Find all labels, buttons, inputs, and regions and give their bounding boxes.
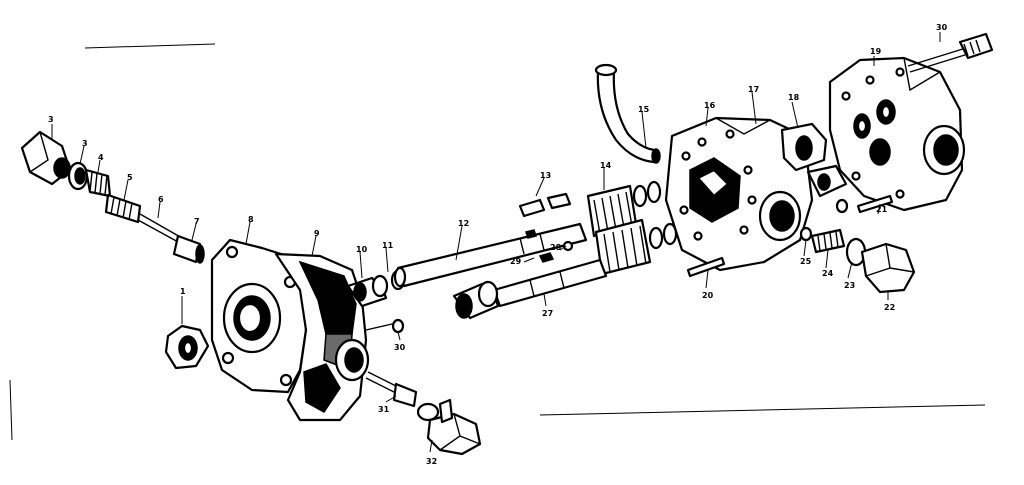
callout-13: 13 — [540, 171, 551, 180]
part-12-drive-shaft — [393, 222, 588, 288]
callout-22: 22 — [884, 303, 895, 312]
leader-lines — [51, 32, 941, 453]
part-17-main-body — [664, 116, 814, 272]
part-1-nut — [164, 324, 210, 370]
callout-20: 20 — [702, 291, 714, 300]
callout-5: 5 — [127, 173, 133, 182]
callout-32: 32 — [426, 457, 437, 466]
gear-washers — [632, 180, 678, 250]
callout-30: 30 — [394, 343, 406, 352]
callout-17: 17 — [748, 85, 759, 94]
callout-21: 21 — [876, 205, 888, 214]
part-18-valve-gear — [780, 122, 848, 198]
part-27-bearing — [452, 280, 500, 320]
scan-line-top — [84, 43, 216, 49]
callout-19: 19 — [870, 47, 882, 56]
callout-30-bolt: 30 — [936, 23, 948, 32]
callout-27: 27 — [542, 309, 553, 318]
part-6-valve-rod — [137, 213, 205, 264]
scan-line-bottom — [539, 404, 986, 416]
part-24-relief-spring — [810, 228, 846, 254]
callout-15: 15 — [638, 105, 650, 114]
callout-8: 8 — [248, 215, 254, 224]
callout-9: 9 — [314, 229, 320, 238]
callout-11: 11 — [382, 241, 394, 250]
part-30-bolt — [907, 32, 994, 73]
part-4-spring — [84, 168, 112, 198]
part-3-plug — [20, 130, 72, 186]
callout-3-washer: 3 — [82, 139, 88, 148]
part-5-spring — [104, 193, 142, 224]
callout-23: 23 — [844, 281, 855, 290]
callout-3-plug: 3 — [48, 115, 54, 124]
part-15-inlet-tube — [594, 63, 661, 164]
part-10-bushing — [346, 274, 389, 308]
callout-16: 16 — [704, 101, 716, 110]
callout-18: 18 — [788, 93, 800, 102]
part-30-small-washer — [365, 318, 405, 334]
part-32-cap-nut — [416, 398, 482, 456]
callout-14: 14 — [600, 161, 612, 170]
part-31-relief-rod — [365, 371, 418, 408]
callout-1: 1 — [180, 287, 186, 296]
scan-line-left — [9, 379, 13, 441]
part-25-washer — [799, 226, 813, 242]
part-13-keys — [518, 192, 572, 218]
part-20-pin — [686, 256, 726, 278]
part-9-gear-housing — [274, 252, 370, 422]
callout-24: 24 — [822, 269, 834, 278]
callout-7: 7 — [194, 217, 200, 226]
callout-6: 6 — [158, 195, 164, 204]
part-3-washer — [67, 161, 89, 191]
part-8-mounting-flange — [210, 238, 308, 394]
callout-25: 25 — [800, 257, 812, 266]
callout-29: 29 — [510, 257, 522, 266]
callout-4: 4 — [98, 153, 104, 162]
part-28-pin — [562, 240, 574, 252]
callout-28: 28 — [550, 243, 562, 252]
callout-12: 12 — [458, 219, 469, 228]
callout-10: 10 — [356, 245, 368, 254]
part-27-driven-shaft — [492, 252, 608, 308]
callout-labels: 1 3 3 4 5 6 7 8 9 10 11 12 13 14 15 16 1… — [48, 23, 948, 466]
part-22-cap-nut — [860, 242, 916, 294]
part-14-gear-lower — [594, 218, 652, 276]
callout-31: 31 — [378, 405, 390, 414]
part-21-dowel — [835, 194, 894, 214]
part-19-rear-cover — [828, 56, 966, 212]
